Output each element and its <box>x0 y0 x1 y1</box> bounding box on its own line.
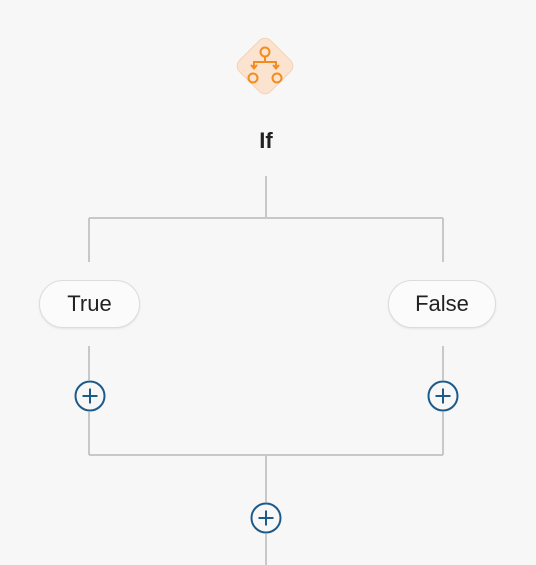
if-node-title: If <box>259 128 273 153</box>
add-step-false-button[interactable] <box>427 380 459 412</box>
plus-circle-icon <box>74 380 106 412</box>
branch-false-label: False <box>415 291 469 316</box>
plus-circle-icon <box>427 380 459 412</box>
branch-true-label: True <box>67 291 112 316</box>
if-node[interactable] <box>229 30 301 102</box>
add-step-after-if-button[interactable] <box>250 502 282 534</box>
branch-false[interactable]: False <box>388 280 496 328</box>
branch-true[interactable]: True <box>39 280 140 328</box>
add-step-true-button[interactable] <box>74 380 106 412</box>
branch-icon <box>236 37 294 95</box>
plus-circle-icon <box>250 502 282 534</box>
